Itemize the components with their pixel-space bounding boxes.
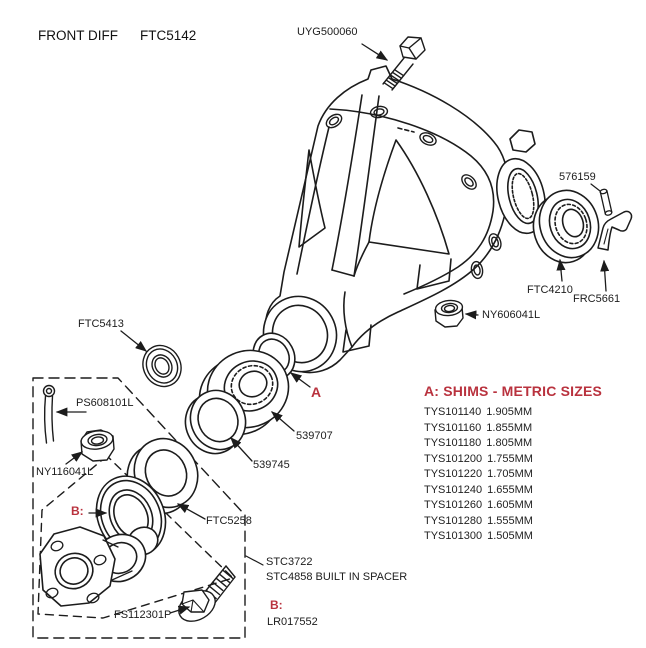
label-uyg500060: UYG500060 [297, 26, 358, 38]
leader-576159 [590, 183, 601, 192]
leader-uyg500060 [361, 43, 389, 61]
shim-size: 1.705MM [487, 468, 533, 481]
label-lr017552: LR017552 [267, 616, 318, 628]
title-name: FRONT DIFF [38, 28, 118, 43]
leader-shim-a [289, 372, 311, 388]
shim-part: TYS101300 [424, 530, 483, 543]
breather-elbow [597, 210, 633, 251]
shim-size: 1.755MM [487, 452, 533, 465]
diagram-title: FRONT DIFF FTC5142 [38, 28, 196, 44]
pinion-flange-nut [80, 429, 115, 462]
diff-housing [262, 65, 546, 374]
filler-plug-bolt [382, 36, 426, 91]
shim-size: 1.855MM [486, 421, 533, 434]
callout-b-part: B: [270, 598, 283, 612]
label-ny606041l: NY606041L [482, 309, 541, 321]
shim-row: TYS101200 1.755MM [424, 452, 602, 468]
shim-part: TYS101200 [424, 452, 483, 465]
drain-plug-nut [434, 299, 464, 328]
leader-ftc5413 [120, 330, 148, 352]
label-ftc5258: FTC5258 [206, 515, 252, 527]
label-ny116041l: NY116041L [36, 466, 94, 478]
shim-part: TYS101140 [424, 406, 482, 419]
shim-size: 1.555MM [487, 514, 533, 527]
label-frc5661: FRC5661 [573, 293, 621, 305]
label-stc4858-note: STC4858 BUILT IN SPACER [266, 571, 408, 583]
shim-list-heading: A: SHIMS - METRIC SIZES [424, 383, 603, 399]
shim-part: TYS101240 [424, 483, 483, 496]
leader-stc3722 [245, 555, 264, 566]
flange-bolt-holes [325, 105, 502, 280]
shim-part: TYS101220 [424, 468, 483, 481]
shim-row: TYS101260 1.605MM [424, 498, 602, 514]
leader-ftc4210 [556, 258, 566, 282]
shim-row: TYS101220 1.705MM [424, 467, 602, 483]
drive-flange [39, 526, 159, 607]
leader-ny606041l [464, 310, 479, 320]
shim-size: 1.605MM [487, 499, 533, 512]
output-neck [496, 129, 546, 235]
shim-size: 1.805MM [486, 437, 533, 450]
flange-bolt [178, 565, 236, 622]
shim-part: TYS101180 [424, 437, 482, 450]
shim-row: TYS101160 1.855MM [424, 421, 602, 437]
shim-row: TYS101280 1.555MM [424, 514, 602, 530]
label-ftc5413: FTC5413 [78, 318, 124, 330]
pinion-head-bearing [532, 189, 600, 264]
shim-part: TYS101160 [424, 421, 482, 434]
shim-part: TYS101280 [424, 514, 483, 527]
leader-fs112301p [169, 605, 191, 615]
label-539707: 539707 [296, 430, 333, 442]
shim-row: TYS101240 1.655MM [424, 483, 602, 499]
callout-b-seal: B: [71, 504, 84, 518]
title-part-number: FTC5142 [140, 28, 197, 43]
leader-frc5661 [600, 259, 610, 292]
split-pin [42, 384, 56, 444]
shim-row: TYS101140 1.905MM [424, 405, 602, 421]
leader-ny116041l [65, 451, 84, 465]
shim-row: TYS101300 1.505MM [424, 529, 602, 545]
washer-539745 [184, 389, 247, 455]
label-ftc4210: FTC4210 [527, 284, 573, 296]
leader-ftc5258 [176, 503, 206, 520]
leader-539745 [230, 437, 253, 462]
callout-a-shim: A [311, 384, 322, 400]
small-oil-seal [142, 344, 182, 388]
shim-row: TYS101180 1.805MM [424, 436, 602, 452]
dashed-group-outline [32, 377, 246, 639]
roll-pin [599, 188, 613, 216]
shim-part: TYS101260 [424, 499, 483, 512]
shim-size-list: A: SHIMS - METRIC SIZES TYS101140 1.905MM… [424, 383, 602, 545]
shim-size: 1.655MM [487, 483, 533, 496]
label-539745: 539745 [253, 459, 290, 471]
leader-539707 [271, 411, 295, 432]
label-fs112301p: FS112301P [114, 609, 172, 621]
shim-size: 1.505MM [487, 530, 533, 543]
label-stc3722: STC3722 [266, 556, 313, 568]
label-ps608101l: PS608101L [76, 397, 134, 409]
shim-size: 1.905MM [486, 406, 533, 419]
label-576159: 576159 [559, 171, 596, 183]
